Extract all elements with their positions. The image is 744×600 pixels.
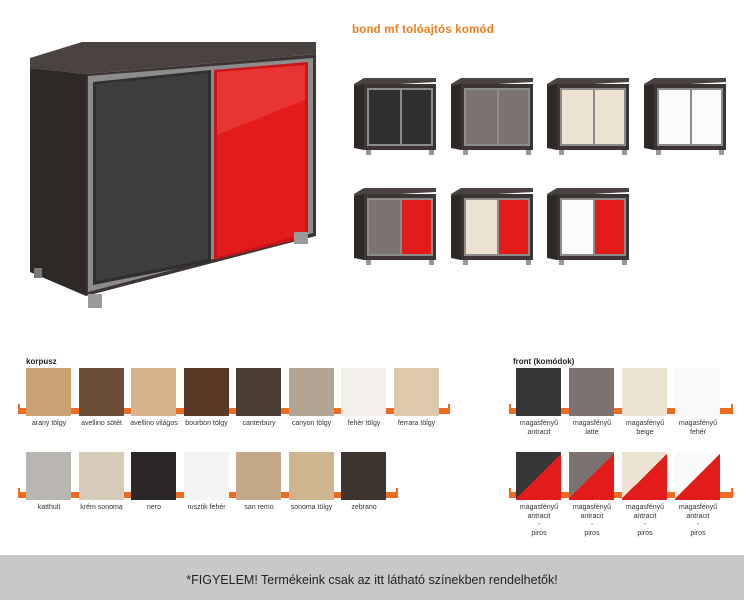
- color-swatch[interactable]: [78, 452, 124, 500]
- front-swatch-label-line: magasfényű: [519, 504, 559, 511]
- swatch-label: nero: [146, 504, 161, 511]
- color-swatch[interactable]: [131, 368, 176, 416]
- front-swatch-label-line: beige: [636, 428, 654, 436]
- color-swatch[interactable]: [26, 452, 71, 500]
- front-color-swatch[interactable]: [569, 452, 614, 500]
- front-swatch-label-line: latte: [585, 428, 599, 436]
- swatch-label: bourbon tölgy: [185, 420, 228, 427]
- bar-end-right: [731, 488, 733, 498]
- color-swatch[interactable]: [236, 452, 281, 500]
- thumbnail-latte: [451, 78, 533, 155]
- swatch-label: ferrara tölgy: [397, 420, 436, 427]
- front-swatch-label-line: magasfényű: [572, 420, 612, 427]
- front-swatch-label-line: fehér: [690, 428, 706, 436]
- color-swatch[interactable]: [183, 368, 229, 416]
- front-color-swatch[interactable]: [675, 452, 720, 500]
- front-swatch-label-line: piros: [584, 529, 600, 537]
- color-swatch[interactable]: [78, 368, 124, 416]
- thumbnail-beige: [547, 78, 629, 155]
- front-swatch-label-line: -: [590, 521, 594, 528]
- bar-end-right: [448, 404, 450, 414]
- bar-end-right: [395, 488, 398, 498]
- color-swatch[interactable]: [26, 368, 71, 416]
- front-swatch-label-line: antracit: [580, 512, 604, 520]
- front-swatch-label-line: magasfényű: [678, 420, 718, 427]
- front-color-swatch[interactable]: [622, 452, 667, 500]
- swatch-label: avellino sötét: [81, 420, 122, 427]
- front-color-swatch[interactable]: [622, 368, 667, 416]
- swatch-label: sonoma tölgy: [290, 504, 333, 511]
- front-swatch-label-line: magasfényű: [625, 504, 665, 511]
- footer-bar: [0, 555, 744, 600]
- swatch-label: avellino világos: [130, 420, 178, 427]
- front-label: front (komódok): [513, 357, 575, 366]
- thumbnail-feher-piros: [547, 188, 629, 265]
- bar-end-right: [731, 404, 733, 414]
- front-swatch-label-line: antracit: [686, 512, 710, 520]
- front-color-swatch[interactable]: [516, 452, 561, 500]
- swatch-label: canyon tölgy: [291, 420, 332, 427]
- swatch-label: rusztik fehér: [187, 504, 226, 511]
- footer-notice: *FIGYELEM! Termékeink csak az itt láthat…: [186, 573, 558, 587]
- page-title: bond mf tolóajtós komód: [352, 24, 494, 36]
- thumbnail-antracit: [354, 78, 436, 155]
- color-swatch[interactable]: [236, 368, 281, 416]
- front-color-swatch[interactable]: [675, 368, 720, 416]
- bar-end-left: [509, 488, 511, 498]
- front-swatch-label-line: magasfényű: [678, 504, 718, 511]
- bar-end-left: [509, 404, 511, 414]
- thumbnail-latte-piros: [354, 188, 436, 265]
- color-swatch[interactable]: [341, 452, 386, 500]
- front-color-swatch[interactable]: [516, 368, 561, 416]
- swatch-label: katthult: [37, 504, 61, 511]
- front-swatch-label-line: -: [696, 521, 700, 528]
- swatch-label: zebrano: [351, 504, 377, 511]
- front-swatch-label-line: magasfényű: [519, 420, 559, 427]
- color-swatch[interactable]: [131, 452, 176, 500]
- color-swatch[interactable]: [393, 368, 439, 416]
- bar-end-left: [18, 488, 20, 498]
- front-swatch-label-line: piros: [690, 529, 706, 537]
- main-cabinet-image: [30, 42, 316, 308]
- swatch-label: canterbury: [242, 420, 276, 427]
- front-swatch-label-line: piros: [637, 529, 653, 537]
- swatch-label: krém sonoma: [80, 504, 123, 511]
- korpusz-label: korpusz: [26, 357, 57, 366]
- front-swatch-label-line: antracit: [527, 512, 551, 520]
- color-swatch[interactable]: [288, 452, 334, 500]
- front-swatch-label-line: antracit: [633, 512, 657, 520]
- swatch-label: fehér tölgy: [347, 420, 381, 427]
- front-swatch-label-line: magasfényű: [572, 504, 612, 511]
- front-swatch-label-line: -: [643, 521, 647, 528]
- front-swatch-label-line: -: [537, 521, 541, 528]
- color-swatch[interactable]: [341, 368, 386, 416]
- thumbnail-beige-piros: [451, 188, 533, 265]
- front-swatch-label-line: antracit: [527, 428, 551, 436]
- front-swatch-label-line: magasfényű: [625, 420, 665, 427]
- thumbnail-feher: [644, 78, 726, 155]
- color-swatch[interactable]: [288, 368, 334, 416]
- swatch-label: san remo: [244, 504, 274, 511]
- swatch-label: arany tölgy: [31, 420, 67, 427]
- bar-end-left: [18, 404, 20, 414]
- color-swatch[interactable]: [183, 452, 229, 500]
- front-swatch-label-line: piros: [531, 529, 547, 537]
- front-color-swatch[interactable]: [569, 368, 614, 416]
